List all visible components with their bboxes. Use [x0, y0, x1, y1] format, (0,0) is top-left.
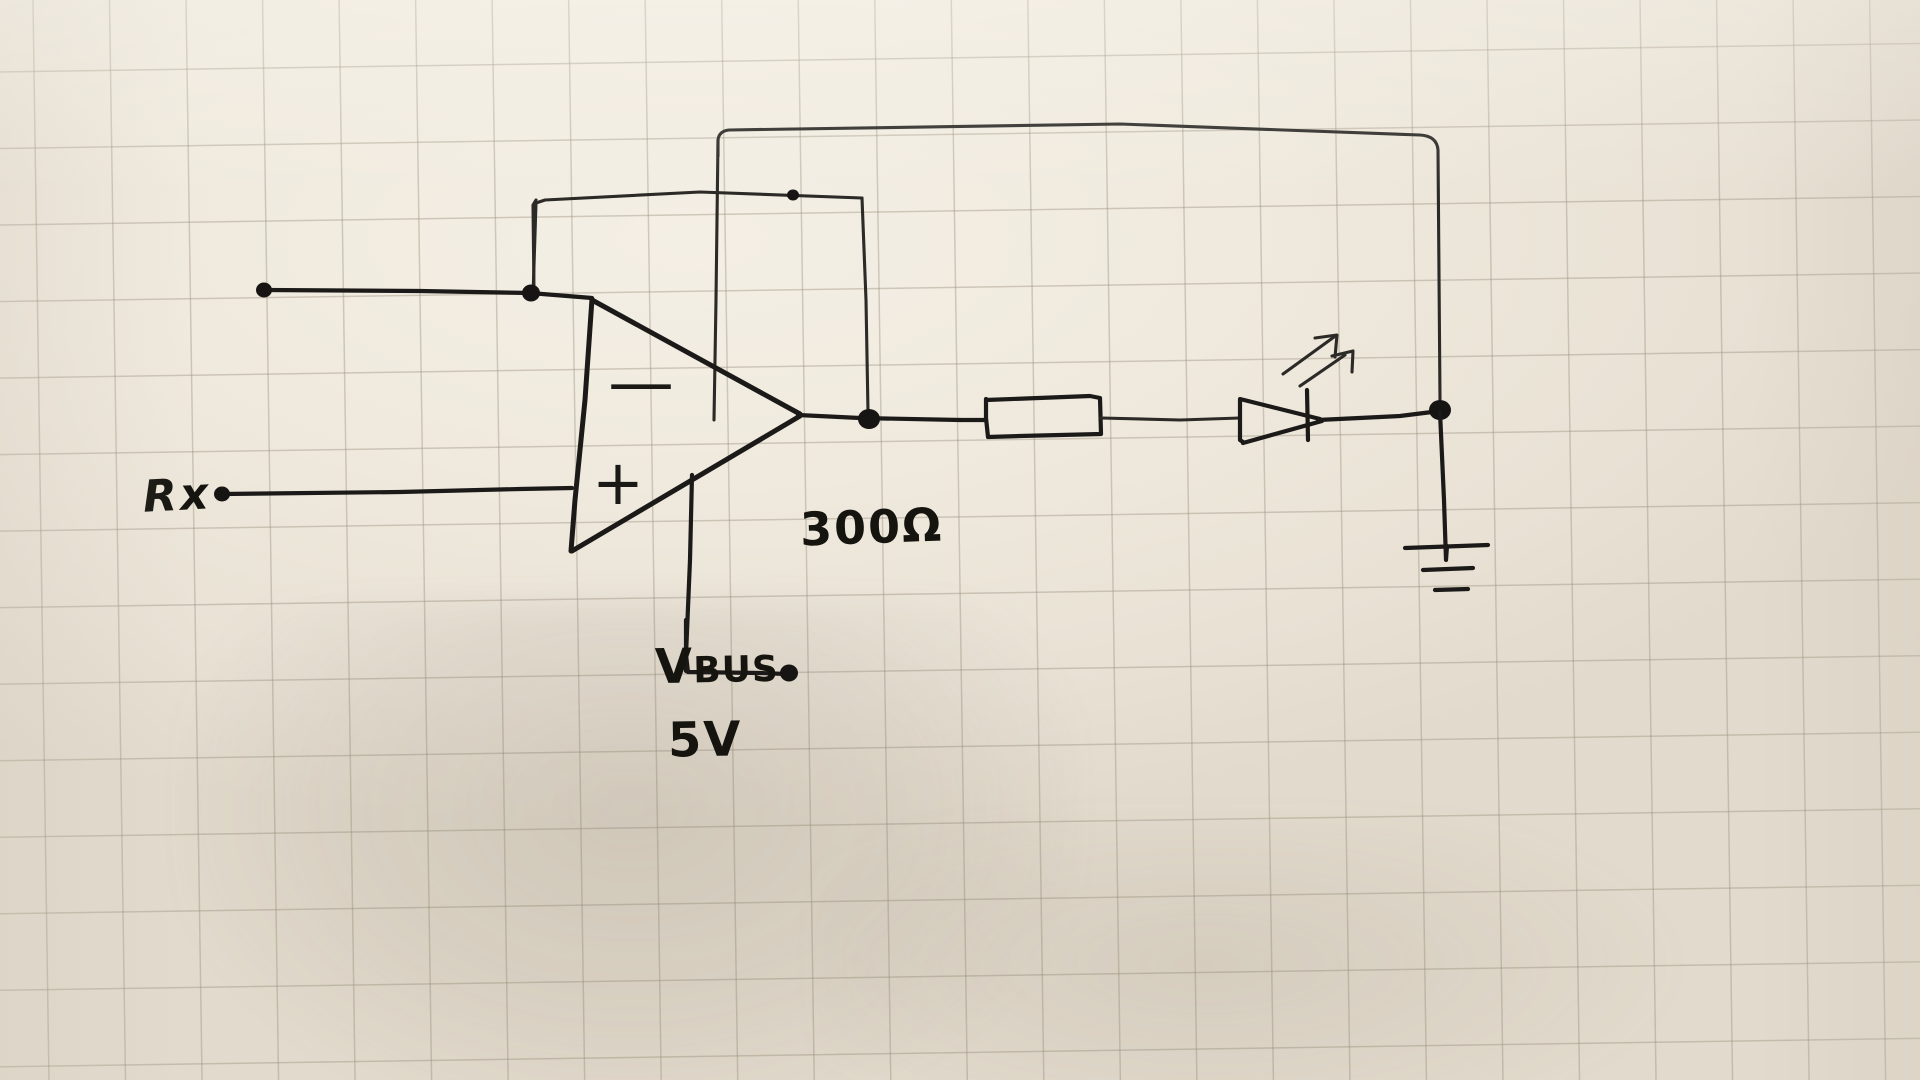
inner-feedback-tap-dot — [787, 189, 799, 201]
resistor-symbol — [957, 393, 1242, 440]
resistor-value-label: 300Ω — [799, 497, 945, 557]
inner-feedback-left-and-top — [531, 190, 864, 298]
led-triangle-bottom — [1240, 418, 1325, 446]
inner-feedback-right-drop — [860, 196, 870, 414]
inner-feedback-wire — [531, 138, 870, 422]
inner-feedback-crossing-riser — [712, 138, 720, 422]
inverting-input-junction-dot — [522, 284, 540, 302]
ground-bar-2 — [1420, 565, 1476, 573]
vbus-label-main: V — [654, 638, 694, 696]
opamp-noninverting-sign: + — [592, 446, 644, 519]
ground-net — [1402, 400, 1491, 593]
resistor-body — [983, 393, 1104, 440]
inverting-input-wire — [256, 282, 595, 302]
feedback-left-terminal-dot — [256, 282, 272, 298]
led-emission-arrow-2-head — [1330, 349, 1355, 374]
vbus-terminal-dot — [780, 664, 798, 682]
rx-input-lead — [221, 485, 575, 497]
inverting-input-lead — [263, 287, 595, 301]
rx-input-terminal-dot — [214, 486, 230, 502]
rx-label: Rx — [141, 468, 213, 523]
paper-shadow-left — [180, 600, 1080, 1080]
outer-feedback-top-and-right — [716, 122, 1442, 402]
vbus-voltage-label: 5V — [667, 711, 744, 769]
led-anode-bar — [1237, 397, 1246, 445]
paper-shadow-right — [820, 820, 1680, 1080]
led-cathode-lead — [1315, 409, 1435, 423]
ground-drop-wire — [1437, 409, 1450, 563]
vbus-label-subscript: BUS — [692, 648, 780, 692]
opamp-inverting-sign: — — [608, 344, 674, 421]
opamp-output-junction-dot — [858, 409, 880, 429]
ground-bar-3 — [1432, 586, 1471, 593]
opamp-bottom-edge — [569, 413, 803, 554]
led-emission-arrow-1-head — [1313, 333, 1339, 359]
opamp-top-edge — [589, 297, 803, 417]
led-symbol — [1237, 333, 1435, 446]
vbus-label: VBUS — [655, 637, 780, 695]
ground-bar-1 — [1402, 542, 1491, 551]
resistor-right-lead — [1099, 416, 1242, 422]
led-cathode-bar — [1304, 387, 1311, 443]
opamp-left-edge — [568, 296, 595, 554]
led-emission-arrow-1-shaft — [1281, 335, 1336, 376]
opamp-symbol — [568, 296, 803, 554]
rx-input-wire — [214, 485, 575, 502]
led-emission-arrow-2-shaft — [1298, 353, 1347, 388]
opamp-output-wire — [795, 409, 963, 429]
